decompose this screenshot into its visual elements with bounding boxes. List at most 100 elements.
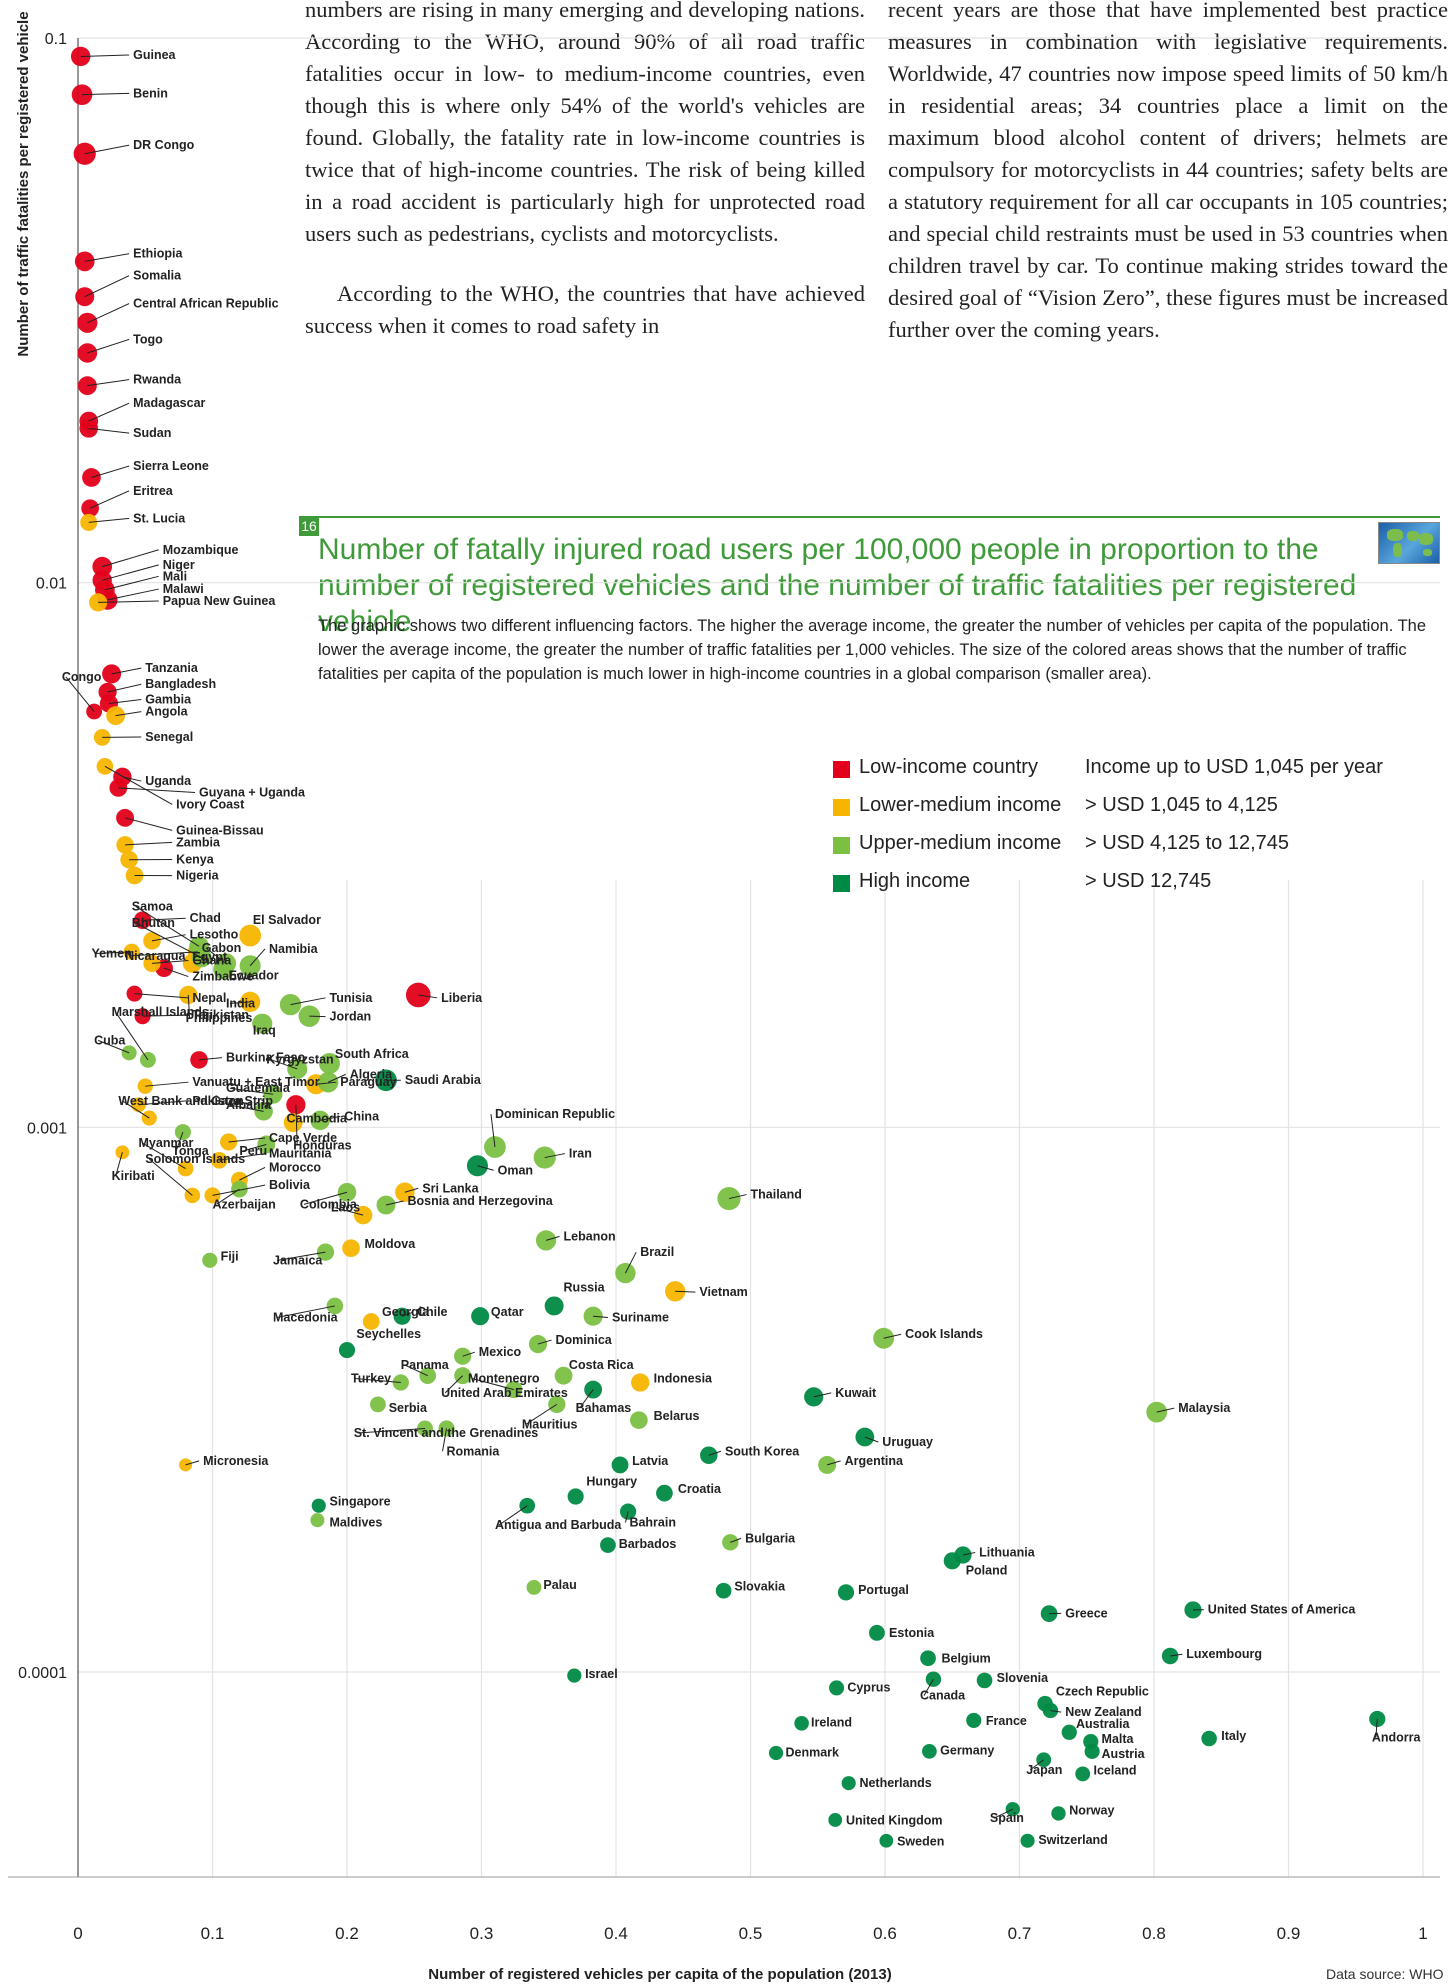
label-leader-line: [142, 1142, 186, 1170]
point-label: Sri Lanka: [422, 1181, 479, 1195]
label-leader-line: [728, 1194, 747, 1200]
point-label: Brazil: [640, 1245, 674, 1259]
point-label: Azerbaijan: [213, 1197, 276, 1211]
legend-label: High income: [859, 870, 971, 892]
x-tick-label: 0.7: [1008, 1924, 1032, 1943]
data-point: [1051, 1806, 1066, 1821]
data-point: [869, 1624, 885, 1641]
label-leader-line: [290, 997, 326, 1006]
label-leader-line: [84, 275, 130, 298]
point-label: Mali: [163, 569, 187, 583]
label-leader-line: [142, 1014, 189, 1017]
chart-points: [70, 46, 1386, 1848]
point-label: Colombia: [300, 1197, 358, 1211]
label-leader-line: [135, 922, 202, 958]
point-label: Maldives: [330, 1515, 383, 1529]
label-leader-line: [228, 1137, 266, 1143]
data-point: [966, 1712, 982, 1728]
point-label: Suriname: [612, 1311, 669, 1325]
figure-number: 16: [299, 516, 319, 536]
data-point: [310, 1513, 325, 1528]
label-leader-line: [134, 993, 189, 999]
label-leader-line: [104, 575, 159, 591]
label-leader-line: [864, 1436, 879, 1443]
label-leader-line: [129, 951, 198, 957]
point-label: New Zealand: [1065, 1705, 1141, 1719]
y-axis-title: Number of traffic fatalities per registe…: [15, 11, 32, 356]
x-tick-label: 0: [73, 1924, 82, 1943]
point-label: Belarus: [654, 1409, 700, 1423]
point-label: Chad: [190, 911, 221, 925]
data-point: [106, 706, 126, 726]
point-label: Chile: [417, 1305, 448, 1319]
label-leader-line: [276, 1251, 326, 1261]
label-leader-line: [84, 253, 130, 262]
label-leader-line: [1170, 1653, 1183, 1657]
label-leader-line: [80, 54, 130, 57]
label-leader-line: [883, 1333, 902, 1339]
point-label: Papua New Guinea: [163, 594, 277, 608]
point-label: South Africa: [335, 1047, 410, 1061]
label-leader-line: [185, 1460, 200, 1466]
point-label: Turkey: [351, 1372, 391, 1386]
label-leader-line: [104, 765, 173, 805]
point-label: Nepal: [192, 991, 226, 1005]
data-point: [70, 46, 91, 67]
data-point: [943, 1552, 961, 1570]
point-label: Bahamas: [576, 1401, 632, 1415]
point-label: Samoa: [132, 900, 174, 914]
label-leader-line: [1050, 1709, 1062, 1713]
point-label: Palau: [543, 1578, 576, 1592]
article-paragraph: recent years are those that have impleme…: [888, 0, 1448, 342]
point-label: Oman: [498, 1163, 533, 1177]
data-point: [567, 1668, 582, 1683]
point-label: Tanzania: [145, 661, 199, 675]
label-leader-line: [276, 1305, 335, 1319]
label-leader-line: [545, 1235, 560, 1241]
point-label: Lesotho: [190, 928, 239, 942]
point-label: Denmark: [785, 1745, 839, 1759]
label-leader-line: [122, 1100, 150, 1119]
label-leader-line: [118, 787, 196, 793]
data-point: [338, 1341, 356, 1359]
point-label: Gabon: [202, 941, 242, 955]
point-label: Serbia: [389, 1401, 428, 1415]
label-leader-line: [107, 588, 159, 601]
data-point: [231, 1180, 248, 1198]
point-label: Costa Rica: [569, 1358, 635, 1372]
point-label: Togo: [133, 332, 163, 346]
point-label: Australia: [1076, 1717, 1131, 1731]
point-label: Benin: [133, 86, 168, 100]
figure-rule: [299, 516, 1440, 518]
label-leader-line: [385, 1200, 404, 1206]
point-label: Yemen: [91, 947, 131, 961]
figure-title: Number of fatally injured road users per…: [318, 533, 1357, 638]
point-label: DR Congo: [133, 138, 194, 152]
point-label: Guyana + Uganda: [199, 785, 306, 799]
article-paragraph: According to the WHO, the countries that…: [305, 281, 865, 338]
legend-swatch: [833, 799, 850, 816]
point-label: Bhutan: [132, 916, 175, 930]
point-label: Niger: [163, 558, 195, 572]
label-leader-line: [212, 1184, 266, 1196]
label-leader-line: [327, 1073, 346, 1083]
point-label: Russia: [564, 1280, 606, 1294]
point-label: Latvia: [632, 1454, 669, 1468]
point-label: Estonia: [889, 1626, 935, 1640]
point-label: Albania: [226, 1098, 272, 1112]
point-label: Pakistan: [192, 1094, 243, 1108]
data-point: [471, 1307, 490, 1326]
point-label: Thailand: [751, 1188, 802, 1202]
legend-swatch: [833, 837, 850, 854]
data-point: [311, 1498, 326, 1513]
figure-description: The graphic shows two different influenc…: [318, 617, 1426, 683]
label-leader-line: [477, 1165, 494, 1171]
label-leader-line: [490, 1113, 496, 1148]
label-leader-line: [229, 1087, 274, 1095]
label-leader-line: [151, 934, 186, 942]
point-label: Central African Republic: [133, 297, 278, 311]
label-leader-line: [1156, 1407, 1175, 1413]
point-label: Austria: [1102, 1747, 1146, 1761]
legend-range: > USD 4,125 to 12,745: [1085, 832, 1290, 854]
world-map-icon: [1378, 522, 1440, 564]
